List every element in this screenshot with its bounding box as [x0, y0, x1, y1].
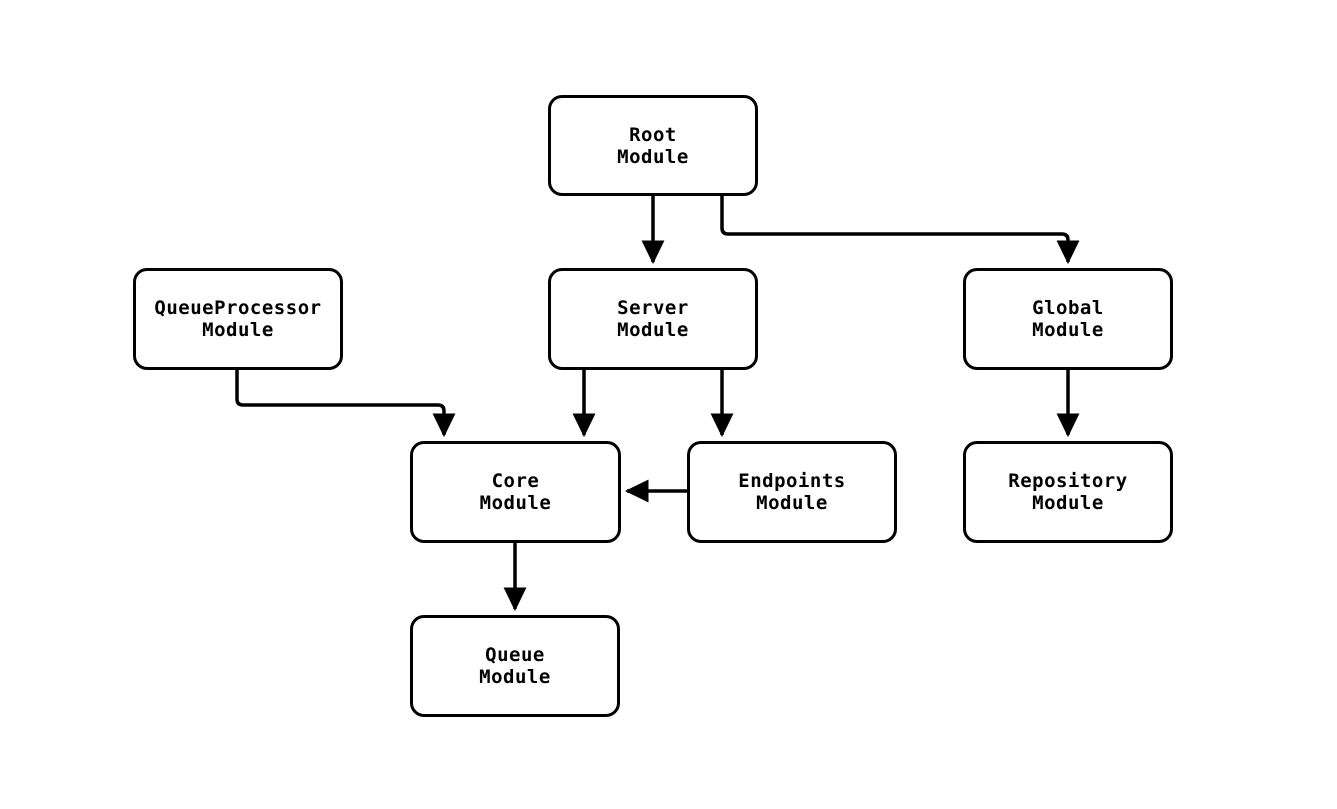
edge-root-global	[720, 196, 1080, 265]
node-label-repository: Repository Module	[1008, 470, 1128, 514]
node-label-queue: Queue Module	[479, 644, 551, 688]
node-repository[interactable]: Repository Module	[963, 441, 1173, 543]
node-queueprocessor[interactable]: QueueProcessor Module	[133, 268, 343, 370]
node-label-server: Server Module	[617, 297, 689, 341]
node-label-endpoints: Endpoints Module	[738, 470, 846, 514]
node-core[interactable]: Core Module	[410, 441, 621, 543]
node-server[interactable]: Server Module	[548, 268, 758, 370]
node-endpoints[interactable]: Endpoints Module	[687, 441, 897, 543]
node-label-queueprocessor: QueueProcessor Module	[154, 297, 322, 341]
node-label-root: Root Module	[617, 123, 689, 168]
node-queue[interactable]: Queue Module	[410, 615, 620, 717]
edge-queueprocessor-core	[235, 370, 456, 438]
node-global[interactable]: Global Module	[963, 268, 1173, 370]
node-label-global: Global Module	[1032, 297, 1104, 341]
edge-paths	[235, 196, 1080, 612]
node-label-core: Core Module	[479, 470, 552, 514]
node-root[interactable]: Root Module	[548, 95, 758, 196]
